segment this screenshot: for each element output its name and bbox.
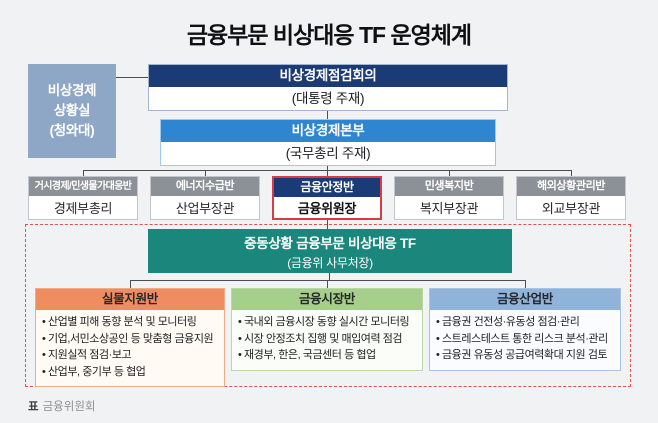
team-item: 산업부, 중기부 등 협업 xyxy=(42,364,219,381)
team-item: 기업,서민소상공인 등 맞춤형 금융지원 xyxy=(42,331,219,348)
team-item: 금융권 건전성·유동성 점검·관리 xyxy=(436,314,615,331)
division-header: 민생복지반 xyxy=(395,177,503,196)
headquarters-box-header: 비상경제본부 xyxy=(161,120,495,142)
division-lead: 금융위원장 xyxy=(297,201,357,216)
situation-room-box: 비상경제 상황실 (청와대) xyxy=(28,64,116,158)
tf-main-box: 중동상황 금융부문 비상대응 TF (금융위 사무처장) xyxy=(148,229,512,273)
division-box-energy-supply: 에너지수급반 산업부장관 xyxy=(150,176,260,220)
connector-line xyxy=(83,170,84,176)
division-header: 금융안정반 xyxy=(274,178,380,197)
division-box-livelihood-welfare: 민생복지반 복지부장관 xyxy=(394,176,504,220)
tf-scope-dashed-border xyxy=(25,224,631,387)
team-item: 산업별 피해 동향 분석 및 모니터링 xyxy=(42,314,219,331)
tf-main-subtitle: (금융위 사무처장) xyxy=(287,255,373,270)
connector-line xyxy=(130,280,131,288)
team-header: 금융시장반 xyxy=(232,289,422,310)
team-item-list: 국내외 금융시장 동향 실시간 모니터링 시장 안정조치 집행 및 매입여력 점… xyxy=(232,310,422,370)
team-item-list: 산업별 피해 동향 분석 및 모니터링 기업,서민소상공인 등 맞춤형 금융지원… xyxy=(36,310,224,386)
division-lead: 외교부장관 xyxy=(541,201,601,216)
team-item: 금융권 유동성 공급여력확대 지원 검토 xyxy=(436,347,615,364)
division-header: 거시경제/민생물가대응반 xyxy=(29,177,137,196)
connector-line xyxy=(571,170,572,176)
meeting-box-header: 비상경제점검회의 xyxy=(149,65,507,87)
team-item: 지원실적 점검·보고 xyxy=(42,347,219,364)
division-box-macro-economy: 거시경제/민생물가대응반 경제부총리 xyxy=(28,176,138,220)
connector-line xyxy=(327,111,328,119)
situation-room-line: (청와대) xyxy=(49,123,95,139)
team-item: 스트레스테스트 통한 리스크 분석·관리 xyxy=(436,331,615,348)
division-box-overseas-situation: 해외상황관리반 외교부장관 xyxy=(516,176,626,220)
source-label: 금융위원회 xyxy=(42,401,96,413)
connector-line xyxy=(525,280,526,288)
connector-line xyxy=(83,170,572,171)
connector-line xyxy=(329,273,330,280)
connector-line xyxy=(327,166,328,176)
division-header: 에너지수급반 xyxy=(151,177,259,196)
team-box-financial-industry: 금융산업반 금융권 건전성·유동성 점검·관리 스트레스테스트 통한 리스크 분… xyxy=(429,288,621,371)
connector-line xyxy=(449,170,450,176)
division-lead: 경제부총리 xyxy=(53,201,113,216)
connector-line xyxy=(327,280,328,288)
connector-line xyxy=(205,170,206,176)
team-item: 국내외 금융시장 동향 실시간 모니터링 xyxy=(238,314,417,331)
team-item: 시장 안정조치 집행 및 매입여력 점검 xyxy=(238,331,417,348)
tf-main-title: 중동상황 금융부문 비상대응 TF xyxy=(244,235,416,251)
headquarters-box: 비상경제본부 (국무총리 주재) xyxy=(160,119,496,166)
team-box-financial-market: 금융시장반 국내외 금융시장 동향 실시간 모니터링 시장 안정조치 집행 및 … xyxy=(231,288,423,371)
situation-room-line: 상황실 xyxy=(53,102,91,118)
division-box-financial-stability-highlighted: 금융안정반 금융위원장 xyxy=(272,176,382,220)
page-title: 금융부문 비상대응 TF 운영체계 xyxy=(186,22,472,48)
team-header: 금융산업반 xyxy=(430,289,620,310)
connector-line xyxy=(327,220,328,229)
team-item: 재경부, 한은, 국금센터 등 협업 xyxy=(238,347,417,364)
team-box-real-economy-support: 실물지원반 산업별 피해 동향 분석 및 모니터링 기업,서민소상공인 등 맞춤… xyxy=(35,288,225,387)
meeting-box-body: (대통령 주재) xyxy=(291,91,365,106)
meeting-box: 비상경제점검회의 (대통령 주재) xyxy=(148,64,508,111)
situation-room-line: 비상경제 xyxy=(47,82,97,98)
team-item-list: 금융권 건전성·유동성 점검·관리 스트레스테스트 통한 리스크 분석·관리 금… xyxy=(430,310,620,370)
connector-line xyxy=(116,77,148,78)
connector-line xyxy=(130,280,526,281)
division-lead: 복지부장관 xyxy=(419,201,479,216)
source-prefix: 표 xyxy=(28,401,39,413)
division-header: 해외상황관리반 xyxy=(517,177,625,196)
headquarters-box-body: (국무총리 주재) xyxy=(285,146,371,161)
team-header: 실물지원반 xyxy=(36,289,224,310)
division-lead: 산업부장관 xyxy=(175,201,235,216)
